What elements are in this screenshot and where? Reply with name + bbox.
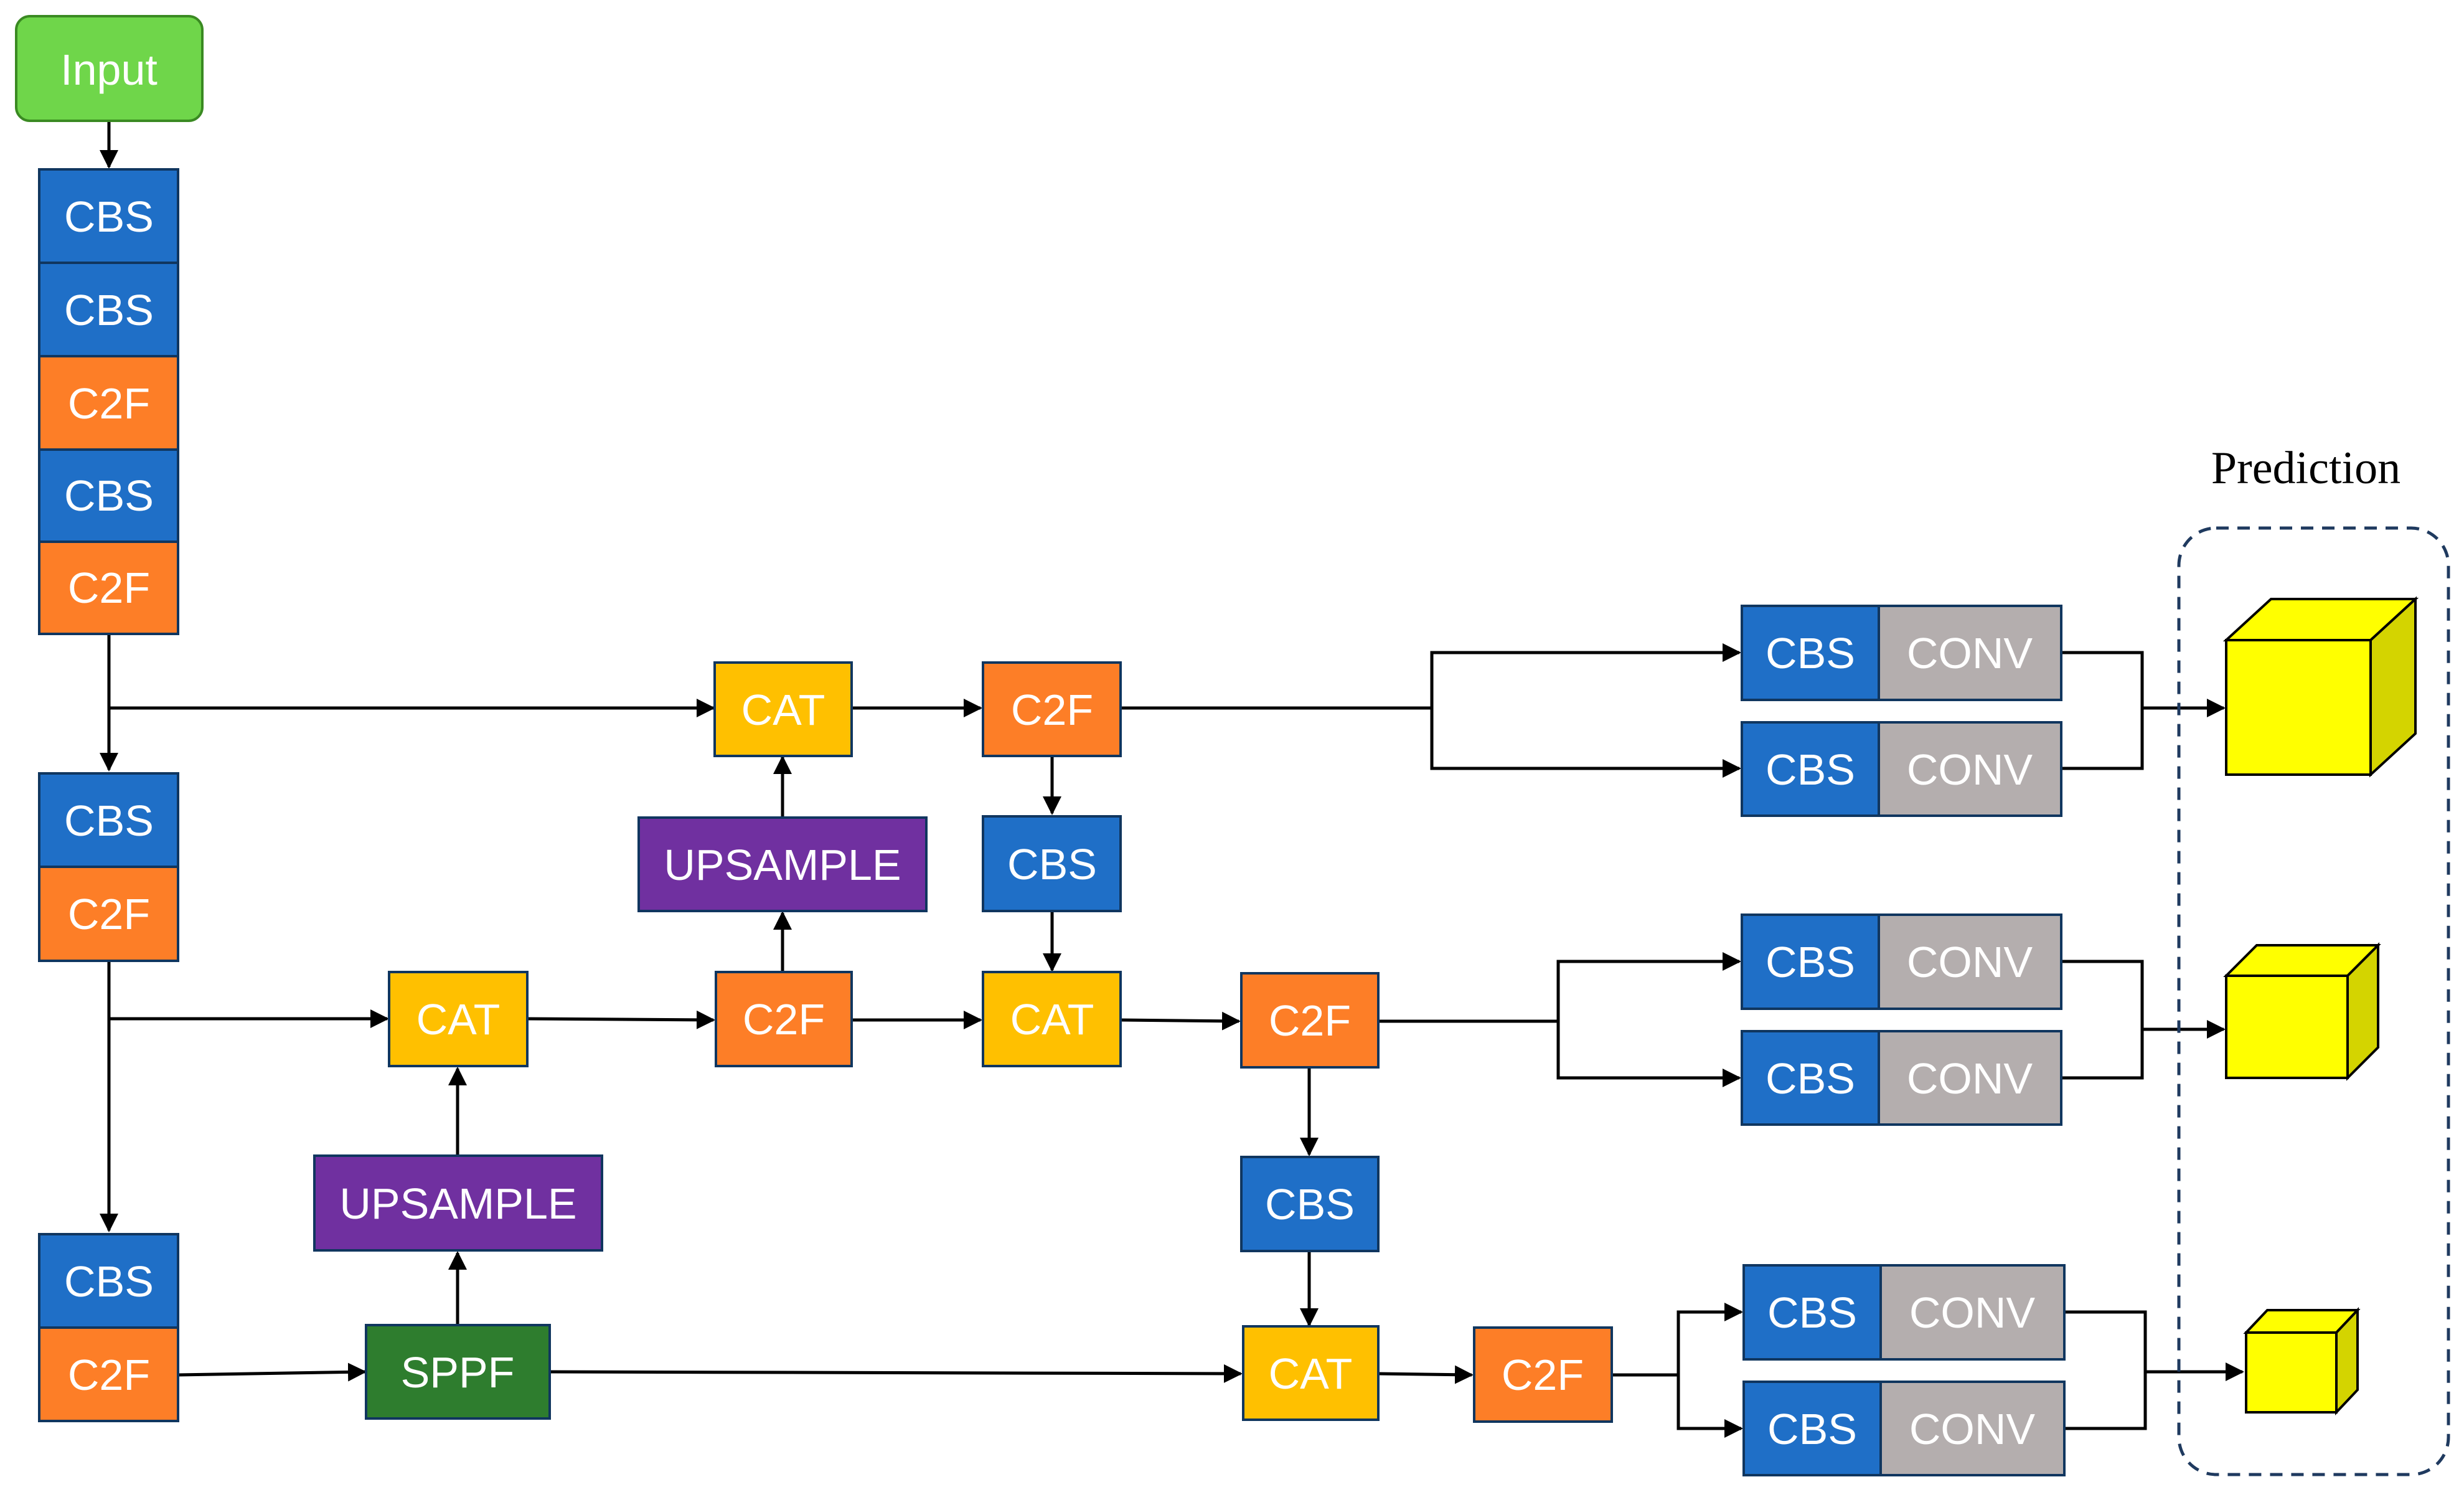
cat-block: CAT [1269,1349,1353,1398]
merge-head2 [2061,960,2144,1080]
cbs-block: CBS [64,192,154,241]
upsample-block: UPSAMPLE [664,841,901,889]
cbs-block: CBS [1767,1405,1857,1453]
input-label: Input [60,45,158,94]
arrow-head1-b [1430,708,1741,778]
head-2: CBS CONV CBS CONV [1741,913,2062,1126]
cbs-block: CBS [1766,629,1855,677]
upsample-node-2: UPSAMPLE [637,816,928,912]
cbs-block: CBS [1767,1288,1857,1337]
cbs-block: CBS [64,471,154,520]
c2f-block: C2F [1269,996,1351,1045]
cat-block: CAT [416,995,501,1044]
arrow-head3-b [1676,1375,1743,1438]
upsample-node-1: UPSAMPLE [313,1154,603,1252]
cbs-block: CBS [1766,1054,1855,1103]
backbone-stack-1: CBS CBS C2F CBS C2F [38,168,179,635]
prediction-cube-medium [2223,942,2381,1081]
merge-head1 [2061,651,2144,770]
prediction-cube-large [2222,596,2419,778]
arrow-head2-a [1378,952,1741,1023]
arrow-cat-to-c2f-mr [1120,1011,1241,1031]
conv-block: CONV [1909,1405,2036,1453]
cbs-block: CBS [1007,840,1097,889]
cbs-block: CBS [64,796,154,845]
input-box [15,15,204,122]
c2f-block: C2F [68,564,150,612]
head-1: CBS CONV CBS CONV [1741,605,2062,817]
cbs-block: CBS [1766,745,1855,794]
c2f-block: C2F [68,890,150,938]
arrow-cat-to-c2f [527,1010,715,1029]
cbs-block: CBS [64,286,154,334]
upsample-block: UPSAMPLE [339,1179,576,1228]
arrow-head3-a [1612,1303,1743,1377]
c2f-block: C2F [1011,686,1093,734]
cbs-block: CBS [1265,1180,1355,1229]
backbone-stack-2: CBS C2F [38,772,179,962]
c2f-node-bottom: C2F [1473,1326,1613,1423]
prediction-dashed-box [2177,526,2450,1476]
cat-node-mid-left: CAT [388,971,529,1067]
conv-block: CONV [1907,938,2033,986]
cat-node-top: CAT [713,661,853,757]
cat-block: CAT [741,686,825,734]
conv-block: CONV [1909,1288,2036,1337]
c2f-block: C2F [1502,1351,1584,1399]
conv-block: CONV [1907,745,2033,794]
input-node: Input [15,15,204,122]
c2f-node-top: C2F [982,661,1122,757]
sppf-node: SPPF [365,1324,551,1420]
arrow-head2-b [1556,1021,1741,1087]
cbs-node-neck-1: CBS [982,815,1122,912]
conv-block: CONV [1907,1054,2033,1103]
c2f-block: C2F [68,1351,150,1399]
cbs-block: CBS [64,1257,154,1306]
head-3: CBS CONV CBS CONV [1742,1264,2066,1476]
arrow-to-sppf [177,1362,367,1382]
arrow-cat-to-c2f-bottom [1378,1365,1474,1384]
arrow-sppf-to-cat-bottom [549,1364,1243,1383]
backbone-stack-3: CBS C2F [38,1233,179,1422]
prediction-title: Prediction [2211,443,2401,494]
c2f-block: C2F [68,379,150,428]
connectors [100,121,2244,1438]
merge-head3 [2064,1310,2147,1430]
c2f-node-mid: C2F [715,971,853,1067]
c2f-node-mid-right: C2F [1240,972,1380,1069]
cbs-block: CBS [1766,938,1855,986]
sppf-block: SPPF [401,1348,515,1397]
prediction-region: Prediction [2177,443,2450,1476]
prediction-cube-small [2243,1306,2361,1416]
cat-block: CAT [1010,995,1094,1044]
cat-node-mid: CAT [982,971,1122,1067]
c2f-block: C2F [743,995,825,1044]
arrow-head1-a [1121,643,1741,710]
cat-node-bottom: CAT [1242,1325,1380,1421]
cbs-node-neck-2: CBS [1240,1156,1380,1252]
conv-block: CONV [1907,629,2033,677]
